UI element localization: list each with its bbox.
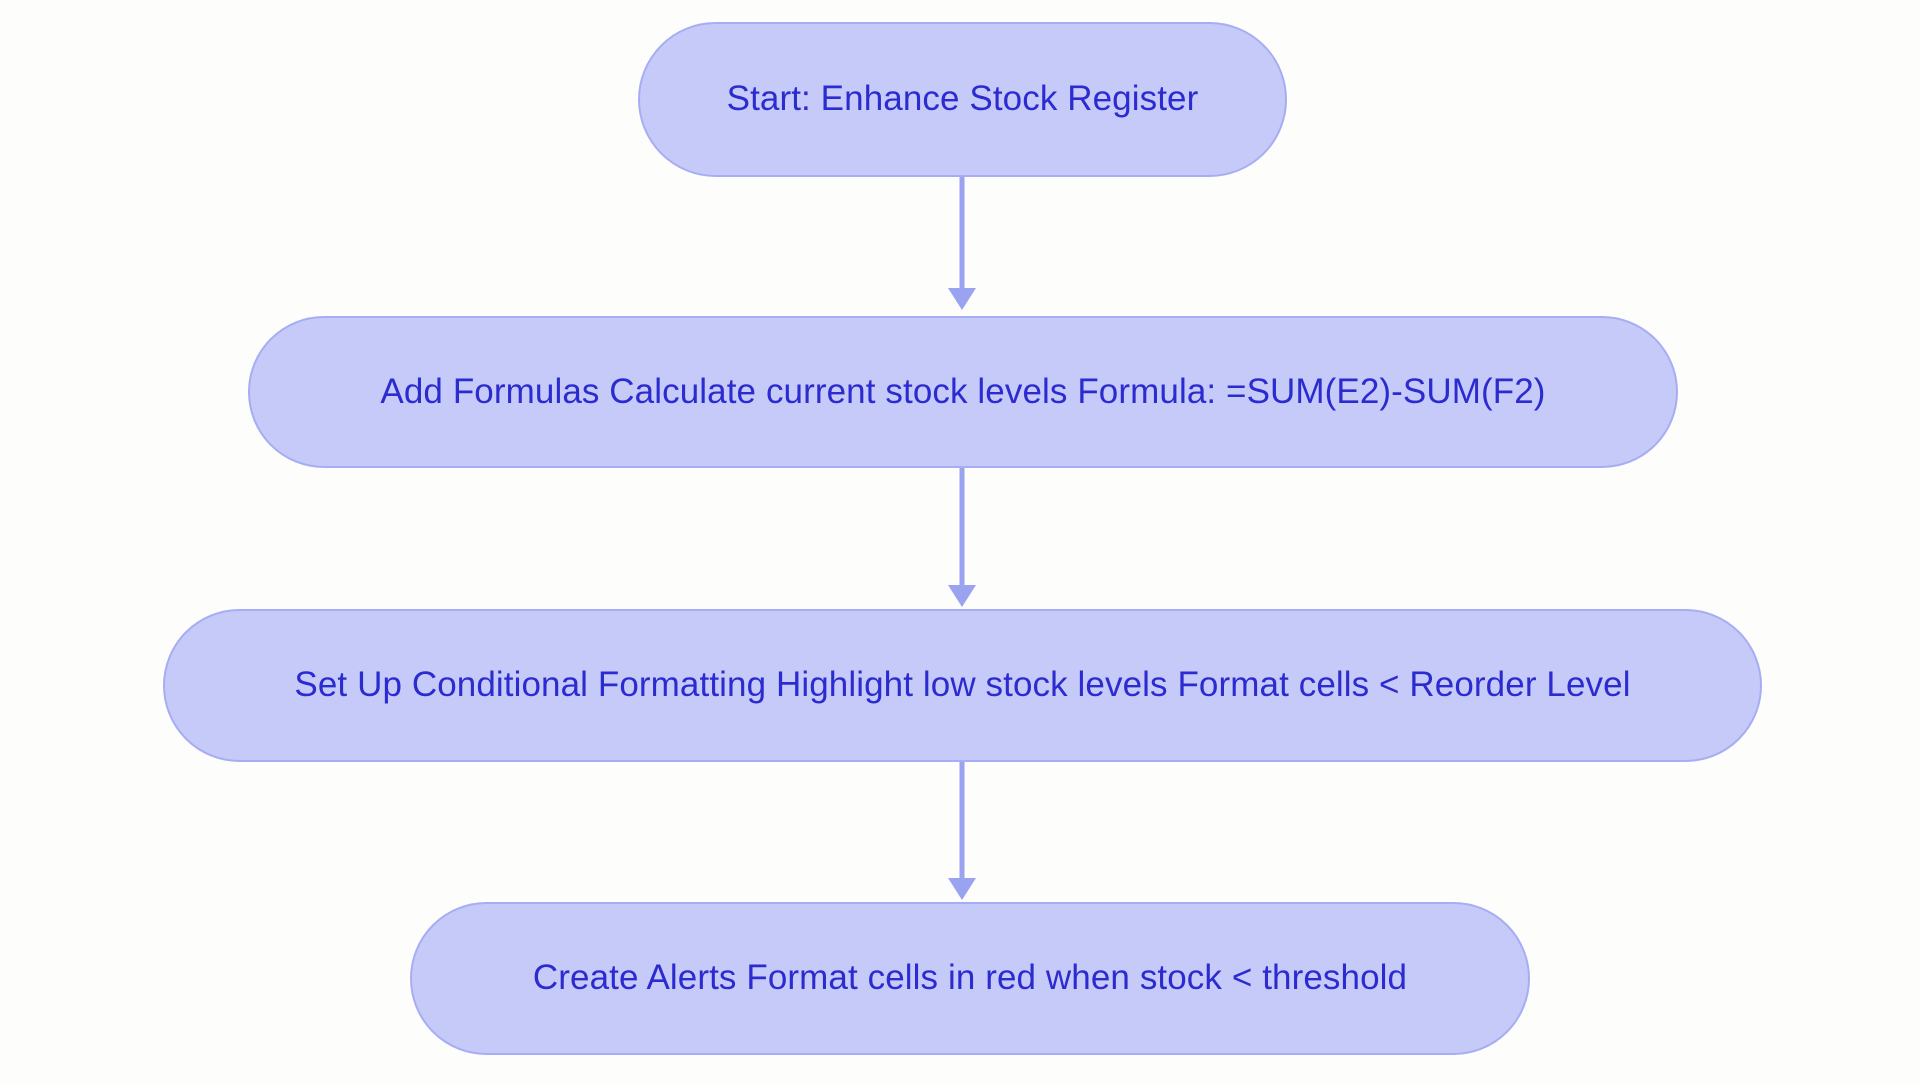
flowchart-node-conditional-formatting-label: Set Up Conditional Formatting Highlight … xyxy=(294,665,1631,705)
arrow-down-icon xyxy=(948,585,976,607)
flowchart-node-create-alerts[interactable]: Create Alerts Format cells in red when s… xyxy=(410,902,1530,1055)
flowchart-node-add-formulas[interactable]: Add Formulas Calculate current stock lev… xyxy=(248,316,1678,468)
flowchart-node-start-label: Start: Enhance Stock Register xyxy=(726,79,1199,119)
flowchart-node-create-alerts-label: Create Alerts Format cells in red when s… xyxy=(532,958,1408,998)
arrow-down-icon xyxy=(948,288,976,310)
flowchart-node-conditional-formatting[interactable]: Set Up Conditional Formatting Highlight … xyxy=(163,609,1762,762)
edge-line xyxy=(959,177,965,290)
arrow-down-icon xyxy=(948,878,976,900)
flowchart-node-start[interactable]: Start: Enhance Stock Register xyxy=(638,22,1287,177)
edge-line xyxy=(959,468,965,587)
edge-line xyxy=(959,762,965,880)
flowchart-node-add-formulas-label: Add Formulas Calculate current stock lev… xyxy=(380,371,1546,411)
